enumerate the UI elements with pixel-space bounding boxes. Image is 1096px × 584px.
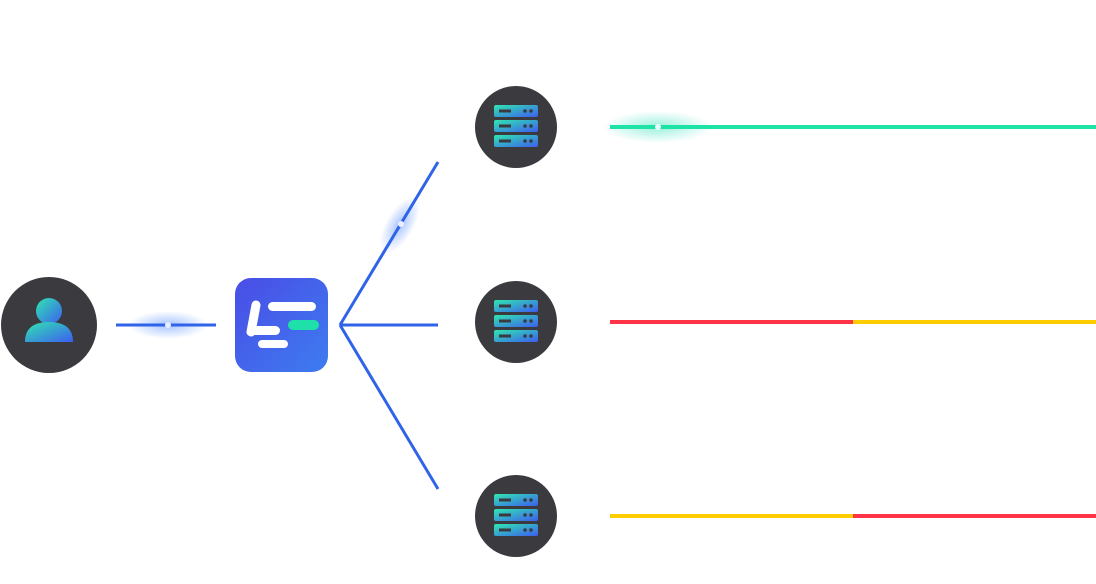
user-node[interactable]	[1, 277, 97, 373]
user-icon	[25, 298, 73, 342]
branch-link-bottom	[338, 324, 440, 490]
server-icon	[494, 494, 538, 536]
server-status-line	[603, 111, 1096, 143]
server-icon	[494, 105, 538, 147]
server-node[interactable]	[475, 281, 557, 363]
server-node[interactable]	[475, 475, 557, 557]
gateway-node[interactable]	[235, 278, 328, 372]
branch-link-top	[338, 161, 440, 326]
server-node[interactable]	[475, 86, 557, 168]
app-logo-icon	[246, 300, 319, 348]
server-icon	[494, 300, 538, 342]
user-gateway-link	[116, 311, 216, 339]
branch-links	[338, 161, 440, 490]
